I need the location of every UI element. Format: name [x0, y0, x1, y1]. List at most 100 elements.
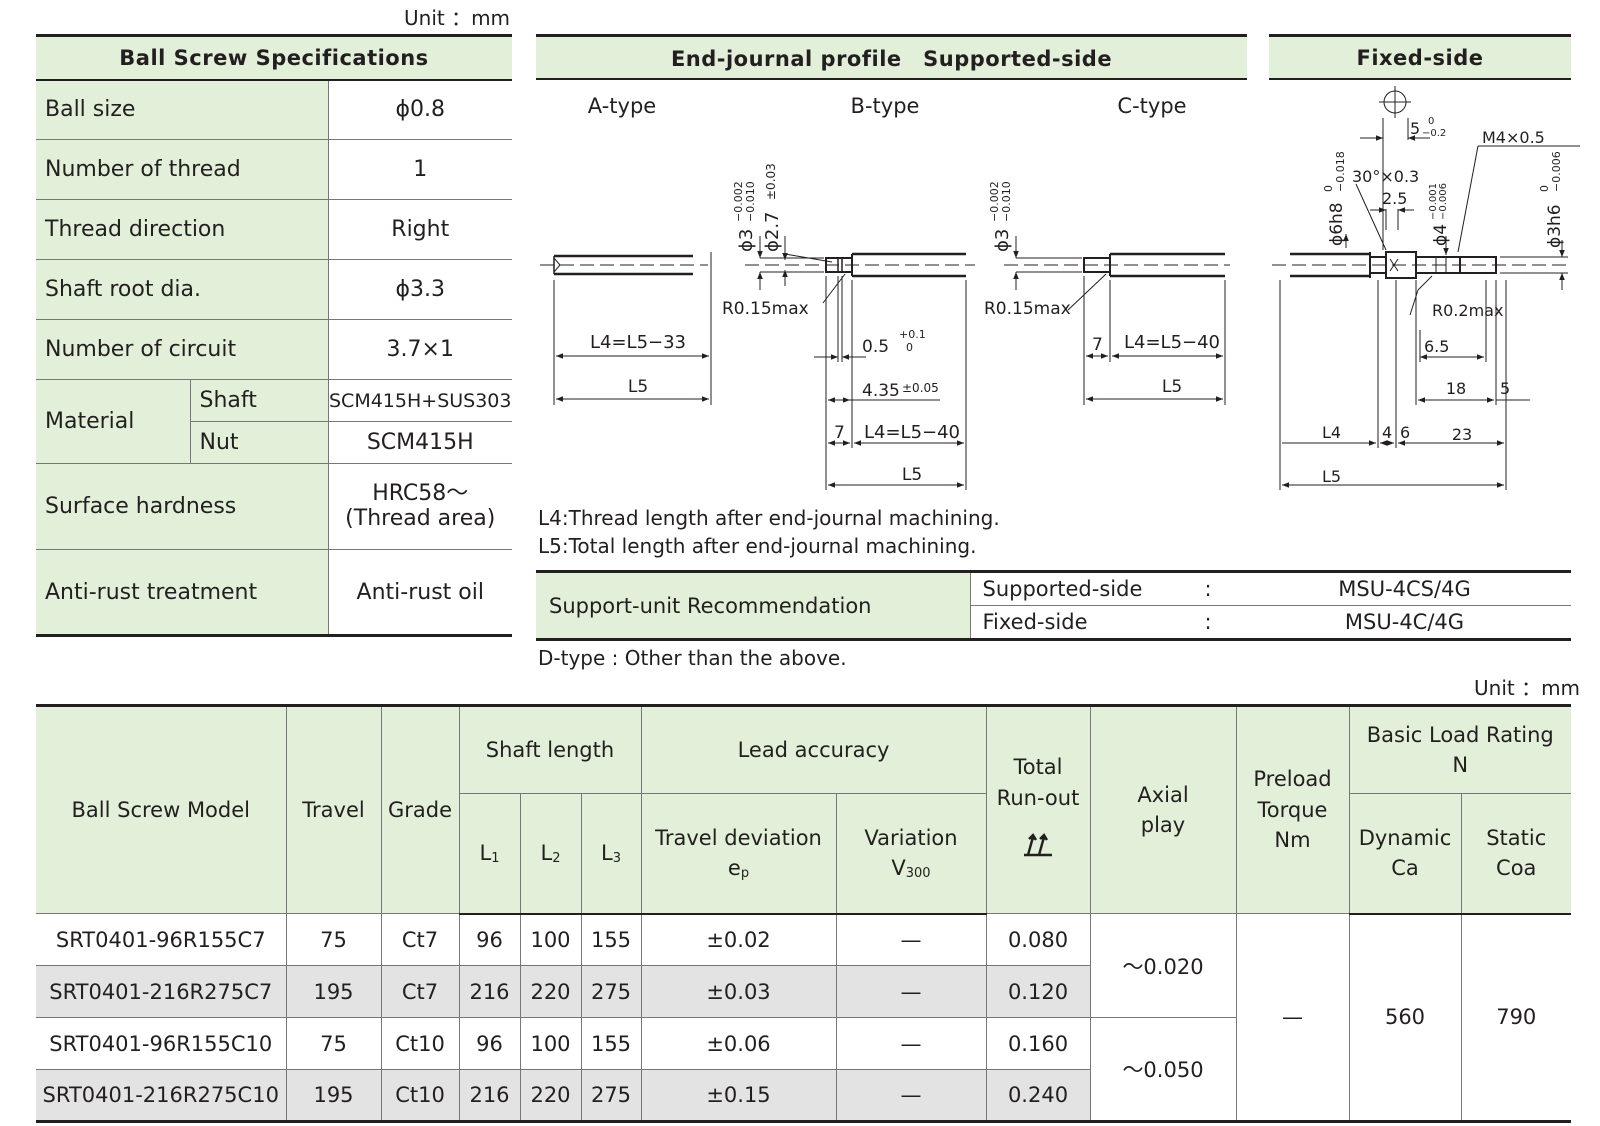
fixed-radius: R0.2max: [1432, 301, 1503, 320]
fixed-eighteen: 18: [1446, 379, 1466, 398]
cell-runout: 0.160: [985, 1017, 1091, 1070]
fixed-d3-tol-lower: −0.006: [1550, 151, 1563, 192]
unit-label-top: Unit ：mm: [404, 6, 511, 30]
nut-label: Nut: [190, 421, 329, 464]
shaft-label: Shaft: [190, 379, 329, 422]
spec-label: Shaft root dia.: [36, 259, 329, 320]
cell-grade: Ct7: [380, 965, 460, 1018]
support-title: Support-unit Recommendation: [536, 571, 971, 640]
load-rating-line-1: Basic Load Rating: [1366, 722, 1554, 747]
col-shaft-length: Shaft length: [458, 705, 642, 794]
hardness-value-2: (Thread area): [345, 505, 496, 531]
b-d2-tol: ±0.03: [764, 163, 778, 200]
c-radius: R0.15max: [984, 299, 1071, 319]
fixed-six: 6: [1400, 423, 1410, 442]
b-len-tol: ±0.05: [902, 381, 939, 395]
b-d1-dim: ϕ3: [736, 229, 757, 252]
cell-l1: 216: [458, 965, 521, 1018]
c-d1-tol-upper: −0.002: [988, 181, 1001, 222]
axial-line-1: Axial: [1137, 782, 1189, 807]
cell-l2: 220: [519, 1069, 582, 1122]
cell-l1: 96: [458, 913, 521, 966]
c-d1-tol-lower: −0.010: [1000, 181, 1013, 222]
spec-value: 3.7×1: [328, 319, 512, 380]
cell-model: SRT0401-96R155C10: [36, 1017, 287, 1070]
fixed-four: 4: [1382, 423, 1392, 442]
antirust-label: Anti-rust treatment: [36, 549, 329, 636]
col-l3: L3: [580, 793, 642, 915]
a-type-drawing: [540, 252, 712, 405]
col-runout: Total Run-out: [985, 705, 1091, 914]
a-type-label: A-type: [588, 94, 656, 118]
col-lead-accuracy: Lead accuracy: [640, 705, 987, 794]
cell-model: SRT0401-216R275C10: [36, 1069, 287, 1122]
col-load-rating: Basic Load Rating N: [1348, 705, 1571, 794]
col-preload: Preload Torque Nm: [1235, 705, 1350, 914]
runout-icon: [1024, 833, 1052, 857]
cell-travel: 195: [285, 965, 382, 1018]
fixed-header: Fixed-side: [1269, 34, 1571, 80]
cell-travel: 75: [285, 1017, 382, 1070]
spec-value: Right: [328, 199, 512, 260]
spec-value: ϕ3.3: [328, 259, 512, 320]
nut-material: SCM415H: [328, 421, 512, 464]
support-colon: :: [1178, 571, 1238, 606]
a-l5-dim: L5: [628, 377, 648, 397]
fixed-twentythree: 23: [1452, 425, 1472, 444]
dynamic-line-2: Ca: [1391, 856, 1419, 881]
support-colon: :: [1204, 610, 1212, 634]
spec-title: Ball Screw Specifications: [36, 35, 512, 81]
b-gap-tol-upper: +0.1: [899, 328, 926, 341]
cell-l3: 275: [580, 1069, 642, 1122]
cell-grade: Ct10: [380, 1069, 460, 1122]
preload-line-1: Preload: [1253, 767, 1332, 792]
cell-l3: 155: [580, 913, 642, 966]
cell-l3: 275: [580, 965, 642, 1018]
c-l4-dim: L4=L5−40: [1124, 332, 1220, 353]
preload-line-2: Torque: [1257, 797, 1328, 822]
cell-travel-dev: ±0.03: [640, 965, 837, 1018]
fixed-d6: ϕ6h8: [1327, 202, 1347, 246]
fixed-d4: ϕ4: [1431, 224, 1451, 246]
d-type-note: D-type : Other than the above.: [538, 646, 847, 670]
cell-travel-dev: ±0.06: [640, 1017, 837, 1070]
fixed-d4-tol-upper: −0.001: [1428, 183, 1439, 220]
c-type-label: C-type: [1117, 94, 1186, 118]
axial-line-2: play: [1140, 813, 1186, 837]
col-l1: L1: [459, 793, 521, 915]
cell-l2: 100: [519, 913, 582, 966]
col-travel-deviation: Travel deviation ep: [640, 793, 837, 915]
runout-line-1: Total: [1013, 755, 1063, 780]
spec-value: 1: [328, 139, 512, 200]
b-l5-dim: L5: [902, 465, 922, 485]
cell-model: SRT0401-96R155C7: [36, 913, 287, 966]
b-type-drawing: [745, 236, 975, 490]
support-unit-table: Support-unit Recommendation Supported-si…: [536, 570, 1571, 641]
spec-value: ϕ0.8: [328, 79, 512, 140]
cell-variation: —: [835, 1017, 987, 1070]
cell-travel-dev: ±0.02: [640, 913, 837, 966]
fixed-side-drawing: [1272, 86, 1580, 490]
spec-label: Number of circuit: [36, 319, 329, 380]
b-type-label: B-type: [851, 94, 920, 118]
fixed-two5: 2.5: [1382, 189, 1407, 208]
dynamic-line-1: Dynamic: [1358, 825, 1452, 850]
col-axial-play: Axial play: [1089, 705, 1237, 914]
runout-line-2: Run-out: [996, 785, 1080, 810]
cell-l3: 155: [580, 1017, 642, 1070]
b-d1-tol-upper: −0.002: [732, 181, 745, 222]
fixed-six5: 6.5: [1424, 337, 1449, 356]
cell-runout: 0.120: [985, 965, 1090, 1018]
fixed-five-tol-lower: −0.2: [1422, 128, 1446, 139]
b-d1-tol-lower: −0.010: [744, 181, 757, 222]
fixed-d4-tol-lower: −0.006: [1438, 183, 1449, 220]
b-l4-dim: L4=L5−40: [864, 422, 960, 443]
a-l4-dim: L4=L5−33: [590, 332, 686, 353]
antirust-value: Anti-rust oil: [356, 579, 484, 605]
cell-travel: 195: [285, 1069, 382, 1122]
table-row: SRT0401-216R275C10 195 Ct10 216 220 275 …: [36, 1069, 1571, 1122]
c-d1-dim: ϕ3: [992, 229, 1013, 252]
col-model: Ball Screw Model: [36, 705, 287, 914]
table-row: SRT0401-216R275C7 195 Ct7 216 220 275 ±0…: [36, 965, 1571, 1018]
cell-dynamic: 560: [1348, 913, 1462, 1122]
